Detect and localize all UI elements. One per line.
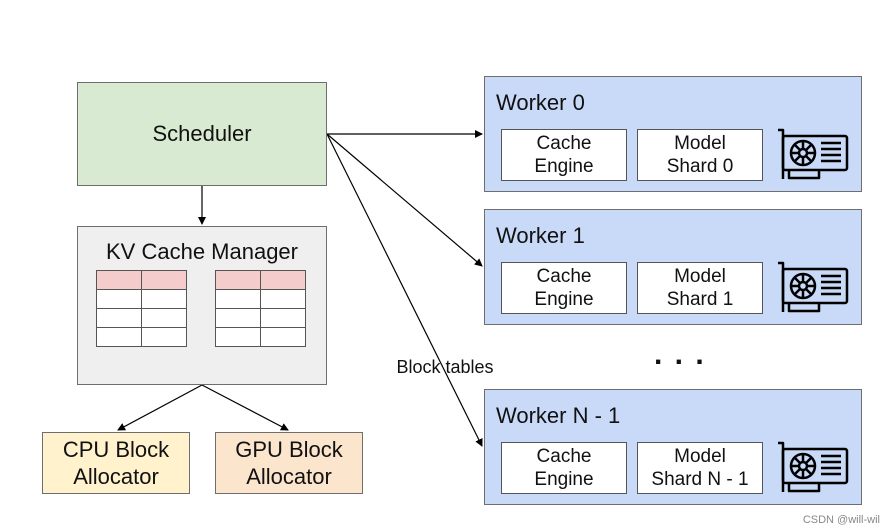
watermark: CSDN @will-wil xyxy=(802,514,880,526)
cpu-allocator-line2: Allocator xyxy=(73,464,159,489)
block-tables-label: Block tables xyxy=(396,357,494,377)
gpu-card-icon xyxy=(778,261,849,313)
model-label-1: Model xyxy=(674,266,726,287)
cache-label-1: Cache xyxy=(536,446,592,467)
cache-label-1: Cache xyxy=(536,266,592,287)
scheduler-box: Scheduler xyxy=(77,82,327,186)
gpu-allocator-line1: GPU Block xyxy=(235,437,343,462)
arrow-to-worker-1 xyxy=(326,133,483,267)
gpu-card-icon xyxy=(778,128,849,180)
block-table-2 xyxy=(215,270,306,347)
cache-label-2: Engine xyxy=(534,469,594,490)
gpu-allocator-line2: Allocator xyxy=(246,464,332,489)
gpu-card-icon xyxy=(778,441,849,493)
gpu-block-allocator: GPU Block Allocator xyxy=(215,432,363,494)
model-label-1: Model xyxy=(674,446,726,467)
cpu-allocator-line1: CPU Block xyxy=(62,437,170,462)
cache-label-2: Engine xyxy=(534,156,594,177)
cache-label-1: Cache xyxy=(536,133,592,154)
model-label-2: Shard 1 xyxy=(666,289,734,310)
kv-cache-manager-title: KV Cache Manager xyxy=(106,239,298,264)
arrow-to-worker-n xyxy=(326,133,483,447)
worker-title: Worker 1 xyxy=(496,223,585,248)
cache-label-2: Engine xyxy=(534,289,594,310)
ellipsis: . . . xyxy=(654,338,706,371)
model-label-2: Shard 0 xyxy=(666,156,734,177)
arrow-kv-to-gpu xyxy=(201,384,289,431)
model-label-1: Model xyxy=(674,133,726,154)
model-label-2: Shard N - 1 xyxy=(651,469,749,490)
arrow-kv-to-cpu xyxy=(117,384,203,431)
worker-title: Worker 0 xyxy=(496,90,585,115)
worker-title: Worker N - 1 xyxy=(496,403,621,428)
scheduler-label: Scheduler xyxy=(152,121,252,146)
block-table-1 xyxy=(96,270,187,347)
cpu-block-allocator: CPU Block Allocator xyxy=(42,432,190,494)
